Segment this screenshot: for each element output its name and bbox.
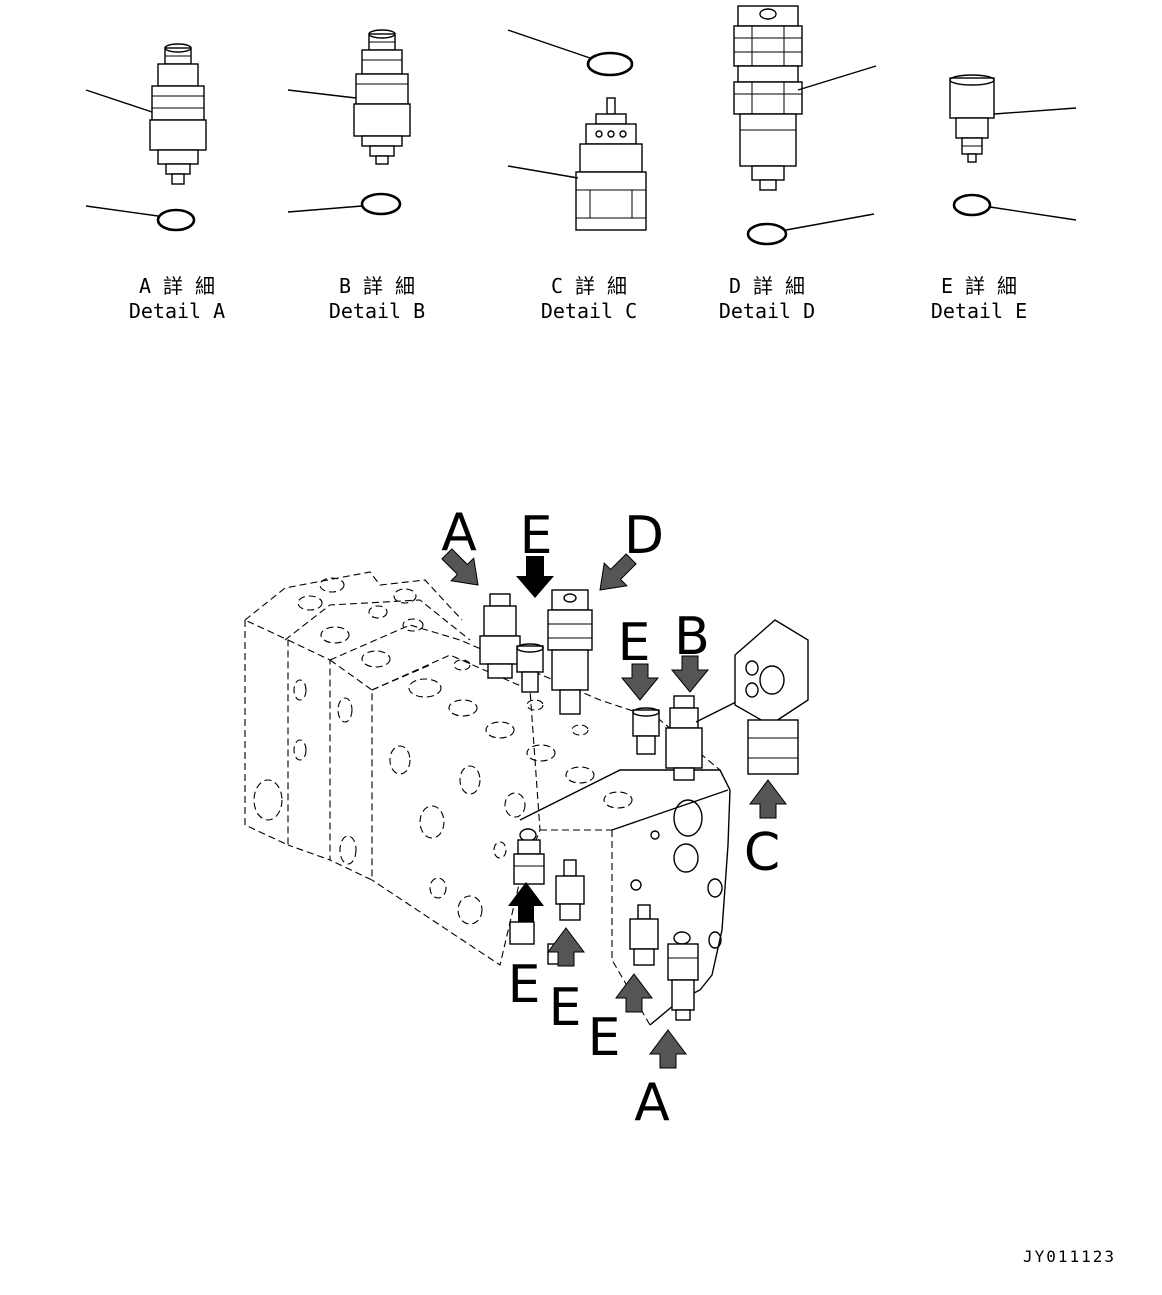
installed-plug-e-top (516, 643, 544, 693)
installed-plug-e-mid (632, 707, 660, 755)
detail-c-valve (507, 97, 647, 231)
detail-a-o-ring (85, 205, 196, 232)
detail-d-jp-caption: D 詳 細 (729, 274, 805, 298)
detail-b-valve (287, 29, 411, 165)
installed-valve-e-lower-2 (555, 859, 585, 921)
installed-valve-c-side (734, 619, 809, 775)
arrow-e-bottom-1 (508, 882, 544, 922)
arrow-e-mid (620, 663, 660, 701)
callout-e-bottom-1: E (508, 955, 541, 1015)
installed-valve-a-lower (667, 931, 699, 1021)
detail-e-o-ring (952, 193, 1077, 221)
drawing-code: JY011123 (1023, 1247, 1116, 1266)
callout-c-right: C (744, 823, 780, 883)
detail-e-jp-caption: E 詳 細 (941, 274, 1017, 298)
detail-b-jp-caption: B 詳 細 (339, 274, 415, 298)
arrow-e-bottom-3 (615, 973, 653, 1013)
callout-e-bottom-3: E (588, 1008, 621, 1068)
arrow-a-top (441, 548, 479, 586)
arrow-c-right (749, 779, 787, 819)
callout-e-bottom-2: E (549, 978, 582, 1038)
callout-a-bottom: A (634, 1073, 670, 1133)
detail-e-en-caption: Detail E (931, 299, 1027, 323)
detail-a-jp-caption: A 詳 細 (139, 274, 215, 298)
installed-valve-a-top (479, 593, 521, 679)
callout-d-top: D (624, 506, 664, 566)
detail-e-plug (949, 74, 1077, 163)
detail-c-o-ring (507, 29, 634, 77)
callout-a-top: A (441, 503, 477, 563)
arrow-e-top (516, 556, 554, 598)
detail-c-jp-caption: C 詳 細 (551, 274, 627, 298)
installed-valve-b-mid (665, 689, 761, 781)
detail-b-o-ring (287, 192, 402, 216)
arrow-a-bottom (649, 1029, 687, 1069)
callout-b-mid: B (674, 607, 710, 667)
installed-valve-e-lower-4 (629, 904, 659, 966)
callout-e-top: E (520, 506, 553, 566)
detail-d-en-caption: Detail D (719, 299, 815, 323)
detail-b-en-caption: Detail B (329, 299, 425, 323)
control-valve-block (244, 571, 731, 1026)
callout-e-mid: E (618, 613, 651, 673)
arrow-e-bottom-2 (547, 927, 585, 967)
detail-d-o-ring (746, 213, 875, 246)
arrow-b-mid (670, 655, 710, 693)
detail-a-valve (85, 43, 207, 185)
installed-valve-e-lower-1 (513, 828, 545, 885)
detail-d-valve (733, 5, 877, 191)
detail-a-en-caption: Detail A (129, 299, 225, 323)
arrow-d-top (599, 553, 637, 591)
installed-valve-d-top (547, 589, 593, 715)
detail-c-en-caption: Detail C (541, 299, 637, 323)
